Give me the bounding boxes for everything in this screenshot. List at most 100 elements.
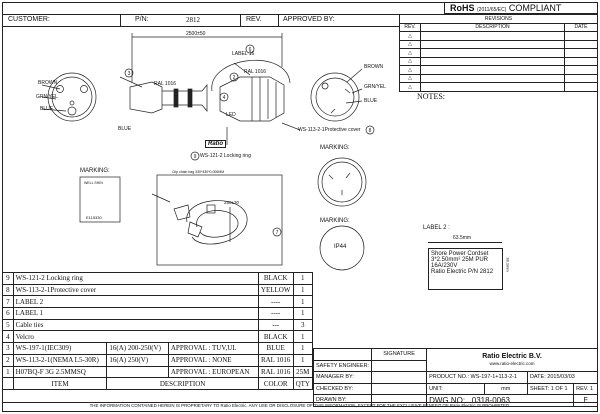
parts-color: RAL 1016	[257, 353, 294, 367]
label2-line1: Shore Power Cordset	[431, 251, 489, 257]
blue-cable: BLUE	[118, 126, 132, 132]
length-dim: 2500±50	[186, 31, 206, 37]
header-sep-2	[240, 14, 241, 27]
rohs-small: (2011/65/EC)	[477, 7, 507, 13]
parts-color: BLACK	[257, 330, 294, 344]
parts-item: LABEL 2	[12, 295, 259, 309]
parts-qty: 1	[292, 295, 314, 309]
marking-left: MARKING:	[80, 168, 110, 174]
parts-color: ----	[257, 307, 294, 320]
date-value: 2015/03/03	[547, 374, 575, 381]
balloon-9: 9	[194, 154, 197, 160]
ws113-callout: WS-113-2-1Protective cover	[298, 127, 361, 133]
rev-label: REV.	[246, 16, 262, 23]
parts-no: 1	[2, 365, 14, 379]
parts-qty: 1	[292, 330, 314, 344]
revisions-title: REVISIONS	[399, 14, 598, 24]
notes-label: NOTES:	[417, 92, 445, 101]
rev-col-date: DATE	[564, 22, 598, 32]
marking-right-2: MARKING:	[320, 218, 350, 224]
balloon-6: 6	[249, 47, 252, 53]
label2-box: Shore Power Cordset 3*2.50mm² 25M PUR 16…	[428, 248, 503, 290]
ratio-logo: Ratio	[205, 140, 226, 148]
dwg-no-label: DWG NO:	[429, 395, 466, 405]
parts-color: RAL 1016	[257, 365, 294, 379]
parts-qty: 3	[292, 318, 314, 332]
title-block: SIGNATURE Ratio Electric B.V. www.ratio-…	[312, 348, 599, 407]
label2-dim-line	[428, 242, 502, 243]
balloon-7: 7	[276, 230, 279, 236]
parts-item: Cable ties	[12, 318, 259, 332]
parts-no: 7	[2, 295, 14, 309]
revisions-table: REVISIONS REV. DESCRIPTION DATE △ △ △ △ …	[399, 14, 598, 92]
footer-divider	[2, 402, 598, 403]
rohs-box	[444, 2, 598, 14]
blue-right: BLUE	[364, 98, 378, 104]
parts-header-qty: QTY	[292, 377, 314, 390]
parts-header-description: DESCRIPTION	[106, 377, 259, 390]
parts-qty: 1	[292, 353, 314, 367]
company-name: Ratio Electric B.V.	[482, 353, 542, 360]
header-sep-1	[120, 14, 121, 27]
parts-no: 6	[2, 307, 14, 320]
grnyel-left: GRN/YEL	[36, 94, 58, 100]
unit-label: UNIT:	[429, 385, 443, 392]
parts-no: 3	[2, 342, 14, 355]
rev-col-desc: DESCRIPTION	[420, 22, 565, 32]
label2-title: LABEL 2 :	[423, 225, 450, 231]
balloon-8: 8	[369, 128, 372, 134]
balloon-4: 4	[223, 95, 226, 101]
tb-rev-value: 1	[590, 385, 594, 392]
parts-color: ----	[257, 295, 294, 309]
dwg-no-value: 0318-0063	[471, 395, 511, 405]
header-divider	[2, 26, 399, 27]
parts-color: BLUE	[257, 342, 294, 355]
checked-by-label: CHECKED BY:	[312, 382, 373, 395]
tb-rev-label: REV.	[576, 385, 589, 392]
parts-qty: 25M	[292, 365, 314, 379]
parts-qty: 1	[292, 342, 314, 355]
clip-note: Clip chain bag 330*430*0.006MM	[172, 170, 225, 174]
parts-approval: APPROVAL : TUV,UL	[167, 342, 259, 355]
header-sep-3	[278, 14, 279, 27]
label2-width-dim: 63.5mm	[453, 235, 472, 241]
dim-250: 250±30	[224, 200, 239, 205]
rohs-bold: RoHS	[450, 3, 475, 13]
parts-header-color: COLOR	[257, 377, 294, 390]
date-label: DATE:	[529, 374, 546, 381]
label2-line2: 3*2.50mm² 25M PUR	[431, 257, 489, 263]
approved-label: APPROVED BY:	[283, 16, 335, 23]
well-shin-mark: WELL SHIN	[84, 181, 103, 185]
drawn-by-label: DRAWN BY:	[312, 394, 373, 407]
assembly-drawing: 3 6 2 4 8 9 7	[41, 33, 375, 271]
parts-no: 4	[2, 330, 14, 344]
company-website: www.ratio-electric.com	[489, 361, 535, 366]
ral-1016-a: RAL 1016	[154, 81, 177, 87]
parts-no: 2	[2, 353, 14, 367]
parts-item: WS-121-2 Locking ring	[12, 272, 259, 285]
balloon-2: 2	[233, 75, 236, 81]
parts-color: BLACK	[257, 272, 294, 285]
label2-line3: 16A/230V	[431, 263, 458, 269]
parts-item: WS-197-1(IEC309)	[12, 342, 108, 355]
pn-value: 2812	[186, 16, 200, 24]
sheet-value: 1 OF 1	[550, 385, 568, 392]
ip44-mark: IP44	[334, 244, 347, 250]
parts-no: 9	[2, 272, 14, 285]
parts-qty: 1	[292, 307, 314, 320]
header-top-line	[2, 14, 399, 15]
parts-item: Velcro	[12, 330, 259, 344]
parts-color: ---	[257, 318, 294, 332]
label2-height-dim: 38.1mm	[505, 257, 511, 272]
marking-right-1: MARKING:	[320, 145, 350, 151]
grnyel-right: GRN/YEL	[364, 84, 386, 90]
rohs-tail: COMPLIANT	[508, 3, 562, 13]
parts-item: WS-113-2-1(NEMA L5-30R)	[12, 353, 108, 367]
footer-disclaimer: THE INFORMATION CONTAINED HEREIN IS PROP…	[89, 403, 511, 408]
parts-color: YELLOW	[257, 283, 294, 297]
parts-approval: APPROVAL : EUROPEAN	[167, 365, 259, 379]
product-no-label: PRODUCT NO.:	[429, 374, 470, 381]
